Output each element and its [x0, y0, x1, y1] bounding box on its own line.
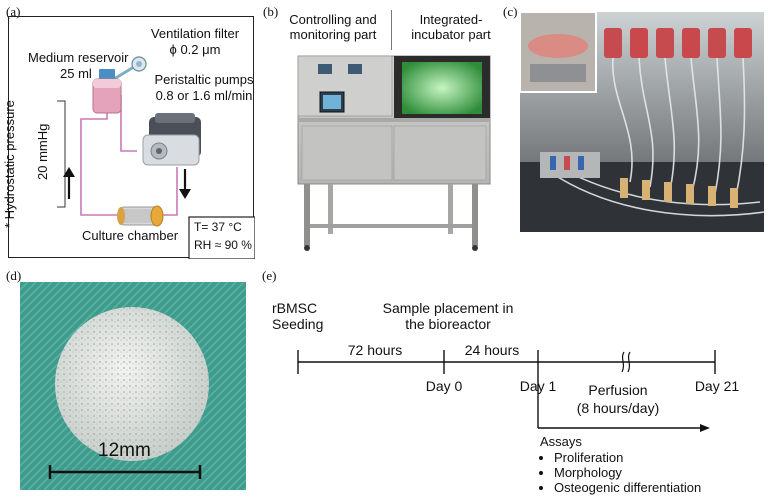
ventilation-filter-icon [131, 56, 147, 72]
seeding-label: rBMSC Seeding [272, 300, 324, 332]
panel-c-label: (c) [503, 4, 518, 19]
perfusion-circuit-diagram [57, 56, 255, 259]
axis-break-right [627, 351, 631, 373]
panel-a-label: (a) [6, 4, 21, 19]
tubing-middle [120, 95, 137, 152]
panel-b-label: (b) [263, 4, 279, 19]
medium-reservoir-label: Medium reservoir [28, 50, 129, 65]
culture-chamber-label: Culture chamber [82, 228, 179, 243]
perfusion-rate-label: (8 hours/day) [576, 400, 660, 416]
axis-break-left [621, 351, 625, 373]
assays-list: Proliferation Morphology Osteogenic diff… [540, 450, 701, 495]
filter-size-label: ϕ 0.2 μm [169, 42, 221, 57]
assay-item: Morphology [554, 465, 701, 480]
controlling-part-label: Controlling and monitoring part [289, 12, 377, 42]
placement-label: Sample placement in the bioreactor [382, 300, 514, 332]
incubator-part-label: Integrated- incubator part [411, 12, 491, 42]
culture-chamber-icon [117, 205, 164, 227]
medium-reservoir-bottle [92, 69, 122, 114]
peristaltic-pumps-label: Peristaltic pumps [154, 72, 254, 87]
temperature-label: T= 37 °C [194, 220, 242, 234]
hydrostatic-pressure-label: * Hydrostatic pressure [2, 100, 17, 228]
humidity-label: RH ≈ 90 % [194, 238, 252, 252]
interval-2-label: 24 hours [464, 342, 520, 358]
panel-a-frame [8, 16, 255, 259]
reservoir-volume-label: 25 ml [60, 66, 92, 81]
peristaltic-pump-icon [142, 113, 201, 166]
assays-title: Assays [540, 434, 582, 449]
panel-e-label: (e) [262, 268, 277, 283]
perfusion-label: Perfusion [588, 382, 648, 398]
bioreactor-photo [268, 52, 512, 262]
day-0-label: Day 0 [425, 378, 463, 394]
assay-item: Proliferation [554, 450, 701, 465]
scale-bar-label: 12mm [98, 440, 151, 461]
assays-arrow-head [700, 424, 710, 432]
ventilation-filter-label: Ventilation filter [150, 26, 240, 41]
part-divider [391, 10, 392, 50]
tubing-right [159, 167, 178, 216]
tubing-setup-photo [519, 11, 765, 232]
timeline [297, 350, 716, 432]
day-21-label: Day 21 [694, 378, 740, 394]
scaffold-photo [20, 282, 246, 490]
pressure-value-label: 20 mmHg [35, 123, 50, 180]
conditions-box [188, 216, 255, 259]
assay-item: Osteogenic differentiation [554, 480, 701, 495]
panel-d-label: (d) [6, 268, 22, 283]
pump-rate-label: 0.8 or 1.6 ml/min [155, 88, 253, 103]
interval-1-label: 72 hours [347, 342, 403, 358]
day-1-label: Day 1 [519, 378, 557, 394]
